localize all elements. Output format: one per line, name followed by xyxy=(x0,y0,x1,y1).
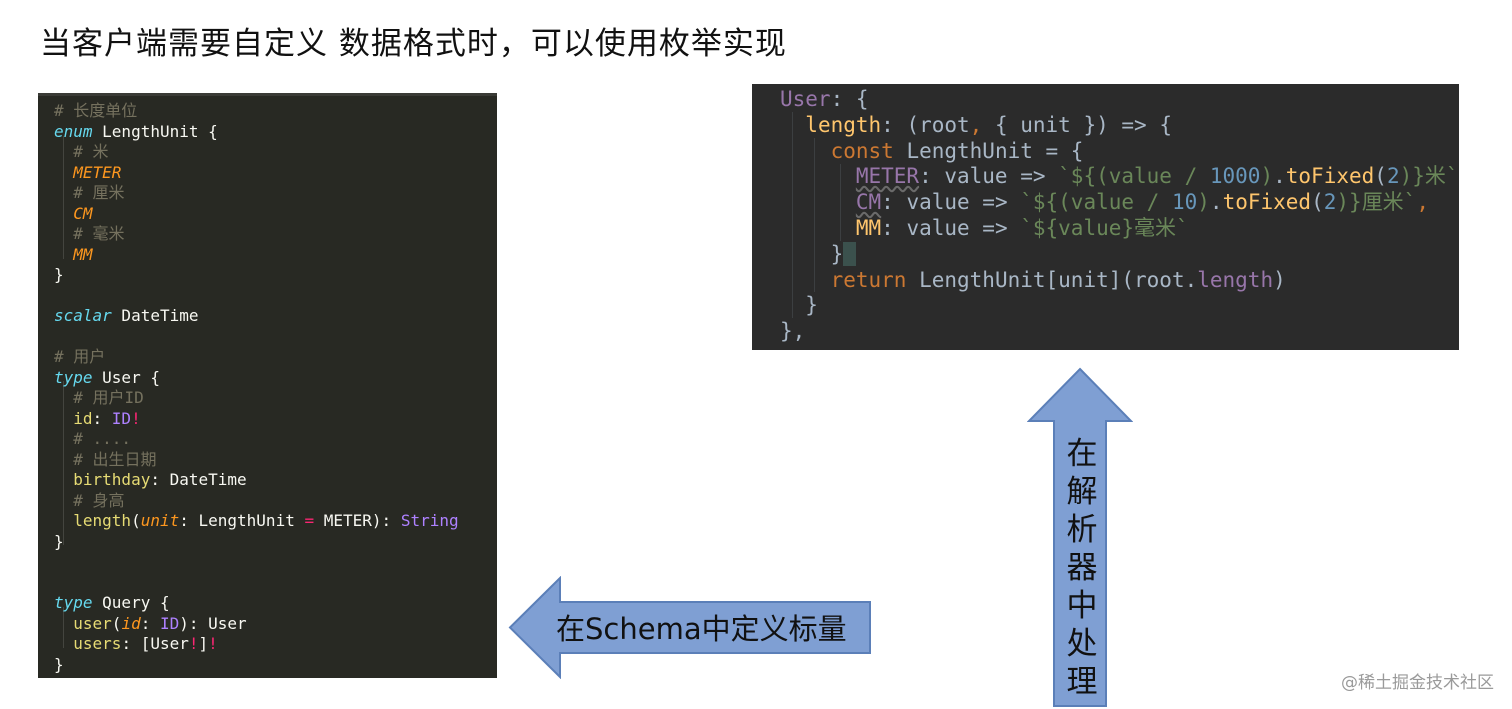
code-line: }, xyxy=(780,319,806,344)
code-line: length: (root, { unit }) => { xyxy=(805,112,1172,137)
code-line: # 用户 xyxy=(54,347,106,366)
code-line: birthday: DateTime xyxy=(73,470,247,489)
code-line: # 出生日期 xyxy=(73,449,157,469)
indent-guide xyxy=(840,164,841,241)
code-line: } xyxy=(54,654,64,674)
code-line: type Query { xyxy=(54,593,170,612)
schema-code: # 长度单位 enum LengthUnit { # 米 METER # 厘米 … xyxy=(54,101,459,675)
schema-arrow-label: 在Schema中定义标量 xyxy=(556,612,847,646)
left-arrow-icon xyxy=(508,576,871,679)
code-line: METER xyxy=(73,162,122,182)
code-line: # 厘米 xyxy=(73,183,125,202)
page-title: 当客户端需要自定义 数据格式时，可以使用枚举实现 xyxy=(40,26,787,62)
code-line: CM xyxy=(73,203,93,223)
code-line: return LengthUnit[unit](root.length) xyxy=(830,267,1286,292)
code-line xyxy=(54,286,459,307)
code-line: } xyxy=(54,531,64,551)
indent-guide xyxy=(63,136,64,259)
schema-code-panel: # 长度单位 enum LengthUnit { # 米 METER # 厘米 … xyxy=(38,93,497,678)
resolver-arrow-label: 在解析器中处理 xyxy=(1066,436,1098,700)
code-line: length(unit: LengthUnit = METER): String xyxy=(73,511,459,530)
indent-guide xyxy=(63,607,64,648)
code-line: MM: value => `${value}毫米` xyxy=(855,215,1189,240)
code-line: # 米 xyxy=(73,142,109,161)
watermark: @稀土掘金技术社区 xyxy=(1341,673,1494,693)
code-line: } xyxy=(780,241,1459,268)
resolver-code-panel: User: { length: (root, { unit }) => { co… xyxy=(752,84,1459,350)
code-line: users: [User!]! xyxy=(73,634,218,653)
code-line: User: { xyxy=(780,87,869,111)
code-line xyxy=(54,552,459,573)
code-line: # 毫米 xyxy=(73,224,125,243)
code-line: # 身高 xyxy=(73,490,125,510)
indent-guide xyxy=(792,112,793,318)
code-line xyxy=(54,573,459,594)
code-line: type User { xyxy=(54,367,160,387)
code-line xyxy=(54,327,459,348)
code-line: METER: value => `${(value / 1000).toFixe… xyxy=(855,164,1459,189)
code-line: # 用户ID xyxy=(73,388,144,407)
code-line: # 长度单位 xyxy=(54,101,138,120)
code-line: const LengthUnit = { xyxy=(830,138,1084,163)
code-line: enum LengthUnit { xyxy=(54,121,218,141)
code-line: user(id: ID): User xyxy=(73,613,247,633)
code-line: CM: value => `${(value / 10).toFixed(2)}… xyxy=(855,190,1429,215)
indent-guide xyxy=(63,381,64,545)
up-arrow-icon xyxy=(1027,367,1133,707)
code-line: } xyxy=(805,293,818,318)
code-line: MM xyxy=(73,244,93,264)
code-line: id: ID! xyxy=(73,408,141,428)
indent-guide xyxy=(814,138,815,292)
code-line: scalar DateTime xyxy=(54,306,199,325)
code-line: } xyxy=(54,265,64,284)
resolver-code: User: { length: (root, { unit }) => { co… xyxy=(780,87,1459,345)
code-line: # .... xyxy=(73,429,132,448)
